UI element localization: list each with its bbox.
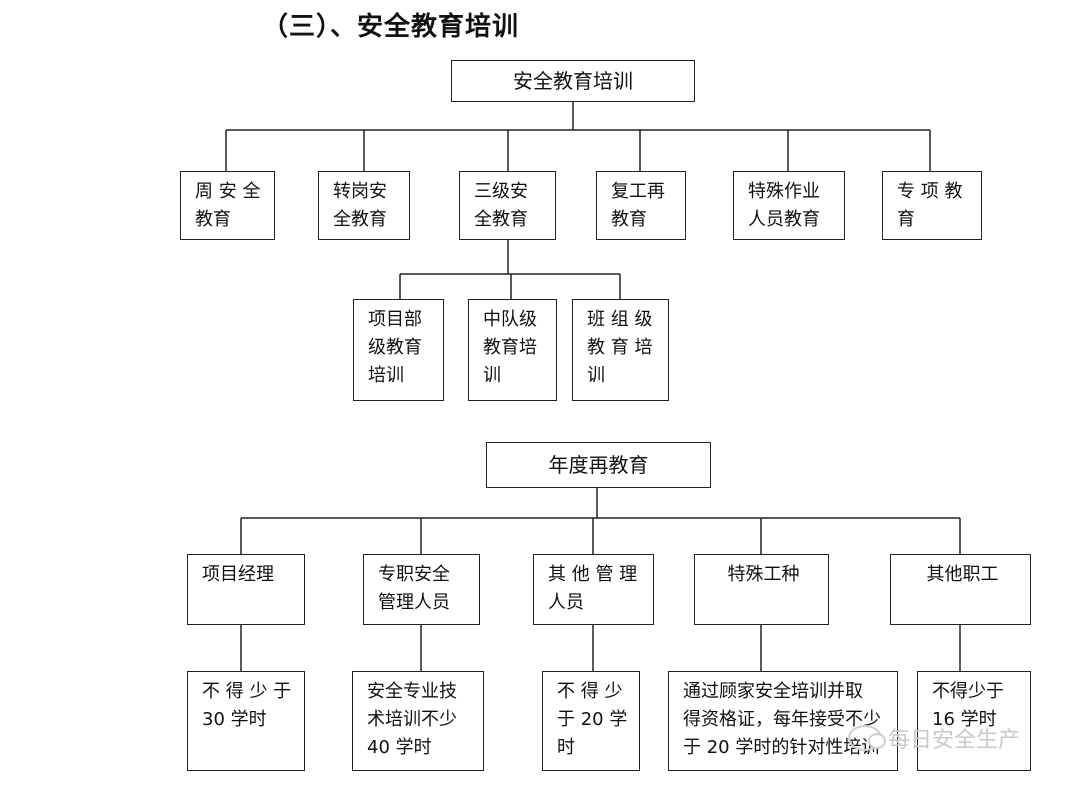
node-req-safety-staff: 安全专业技 术培训不少 40 学时 xyxy=(352,671,484,771)
node-label: 安全专业技 术培训不少 40 学时 xyxy=(367,681,457,758)
node-label: 专 项 教 育 xyxy=(897,181,963,230)
node-root-annual-reeducation: 年度再教育 xyxy=(486,442,711,488)
node-label: 不 得 少 于 30 学时 xyxy=(202,681,292,730)
node-squad-level-training: 中队级 教育培 训 xyxy=(468,299,557,401)
watermark-text: 每日安全生产 xyxy=(888,728,1021,753)
node-label: 不 得 少 于 20 学 时 xyxy=(557,681,628,758)
node-root-safety-training: 安全教育培训 xyxy=(451,60,695,102)
node-other-managers: 其 他 管 理 人员 xyxy=(533,554,654,625)
node-label: 中队级 教育培 训 xyxy=(483,309,537,386)
node-other-workers: 其他职工 xyxy=(890,554,1031,625)
node-label: 通过顾家安全培训并取 得资格证，每年接受不少 于 20 学时的针对性培训 xyxy=(683,681,881,758)
node-req-other-managers: 不 得 少 于 20 学 时 xyxy=(542,671,640,771)
node-special-operations-education: 特殊作业 人员教育 xyxy=(733,171,845,240)
node-label: 其他职工 xyxy=(926,564,999,585)
wechat-icon xyxy=(848,725,886,751)
node-label: 不得少于 16 学时 xyxy=(932,681,1004,730)
node-weekly-education: 周 安 全 教育 xyxy=(180,171,275,240)
node-transfer-education: 转岗安 全教育 xyxy=(318,171,410,240)
node-req-special-trades: 通过顾家安全培训并取 得资格证，每年接受不少 于 20 学时的针对性培训 xyxy=(668,671,898,771)
node-team-level-training: 班 组 级 教 育 培 训 xyxy=(572,299,669,401)
node-project-manager: 项目经理 xyxy=(187,554,305,625)
node-label: 年度再教育 xyxy=(548,453,649,477)
node-label: 复工再 教育 xyxy=(611,181,665,230)
node-special-topic-education: 专 项 教 育 xyxy=(882,171,982,240)
node-label: 班 组 级 教 育 培 训 xyxy=(587,309,653,386)
node-label: 项目经理 xyxy=(202,564,274,585)
node-label: 项目部 级教育 培训 xyxy=(368,309,422,386)
node-label: 其 他 管 理 人员 xyxy=(548,564,638,613)
node-label: 专职安全 管理人员 xyxy=(378,564,450,613)
node-return-to-work-education: 复工再 教育 xyxy=(596,171,686,240)
node-label: 转岗安 全教育 xyxy=(333,181,387,230)
node-special-trades: 特殊工种 xyxy=(694,554,829,625)
node-label: 周 安 全 教育 xyxy=(195,181,261,230)
node-project-level-training: 项目部 级教育 培训 xyxy=(353,299,444,401)
node-three-level-education: 三级安 全教育 xyxy=(459,171,556,240)
section-heading: （三）、安全教育培训 xyxy=(262,12,520,42)
node-full-time-safety-staff: 专职安全 管理人员 xyxy=(363,554,480,625)
node-req-project-manager: 不 得 少 于 30 学时 xyxy=(187,671,305,771)
node-label: 特殊工种 xyxy=(727,564,800,585)
node-label: 安全教育培训 xyxy=(513,69,633,93)
node-label: 三级安 全教育 xyxy=(474,181,528,230)
node-label: 特殊作业 人员教育 xyxy=(748,181,820,230)
node-req-other-workers: 不得少于 16 学时 xyxy=(917,671,1031,771)
watermark: 每日安全生产 xyxy=(848,722,1020,754)
